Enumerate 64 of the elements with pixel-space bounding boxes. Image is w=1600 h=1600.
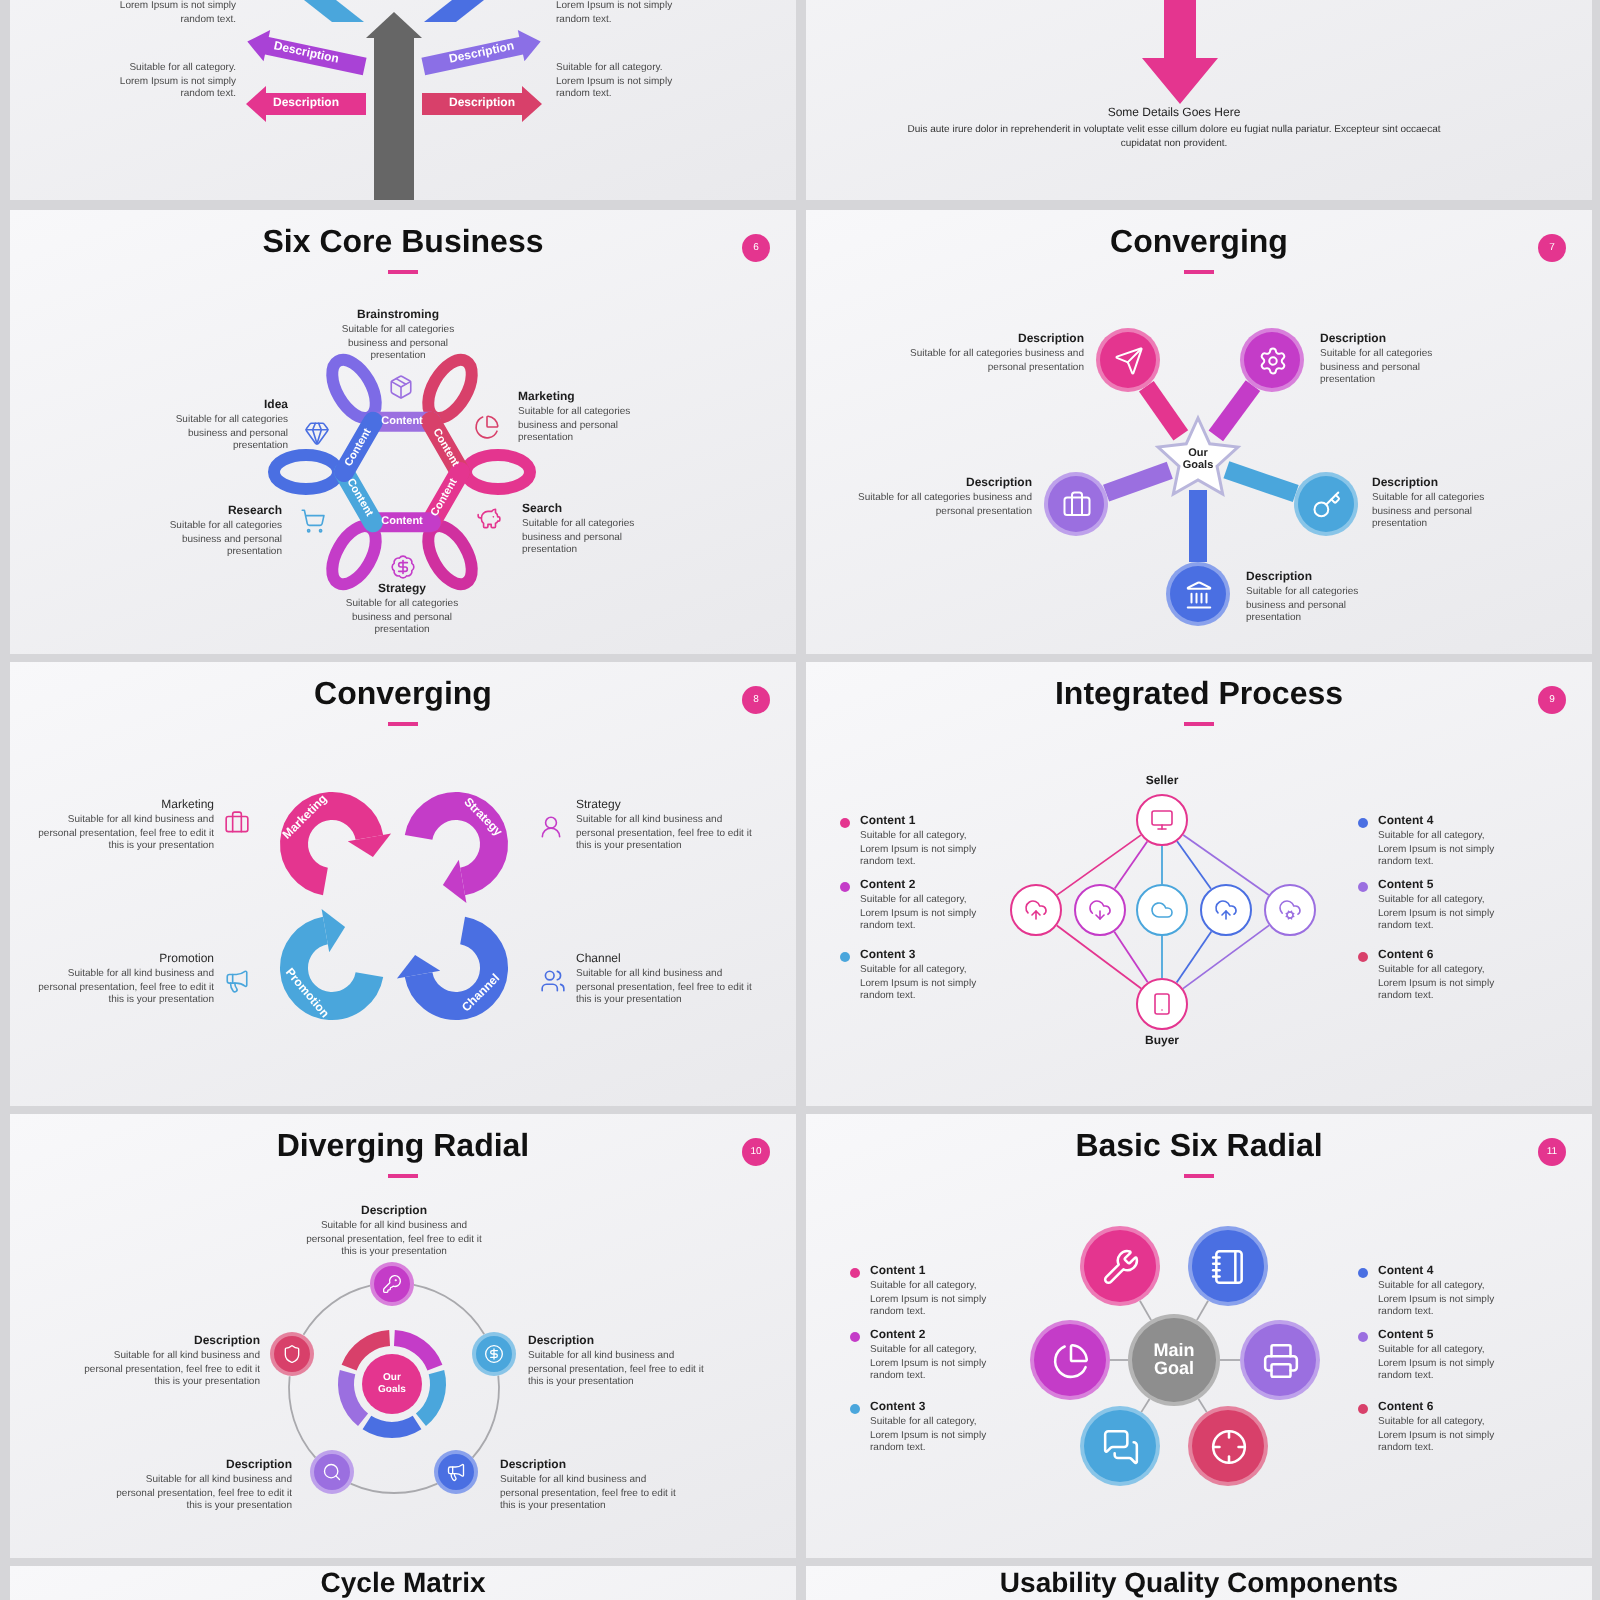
connector-line	[349, 1482, 439, 1494]
connector-line	[412, 1284, 486, 1336]
connector-line	[1139, 1299, 1152, 1321]
icon-circle	[1096, 328, 1160, 392]
connector-line	[302, 1284, 372, 1336]
slide-title: Diverging Radial	[276, 1130, 530, 1166]
connector-line	[1175, 930, 1213, 984]
slide-title: Integrated Process	[1054, 678, 1344, 714]
connector-line	[1208, 380, 1261, 442]
connector-line	[1103, 461, 1173, 502]
connector-line	[1196, 1299, 1209, 1321]
slide-card	[10, 662, 796, 1106]
connector-line	[1161, 935, 1163, 979]
icon-circle	[1136, 978, 1188, 1030]
icon-circle	[270, 1332, 314, 1376]
icon-circle	[472, 1332, 516, 1376]
slide-title: Cycle Matrix	[320, 1568, 486, 1599]
connector-line	[1189, 490, 1207, 562]
icon-circle	[1188, 1226, 1268, 1306]
connector-line	[1055, 924, 1143, 990]
slide-title: Converging	[1110, 226, 1288, 262]
slide-card	[806, 1114, 1592, 1558]
connector-line	[1182, 924, 1270, 990]
icon-circle	[1136, 884, 1188, 936]
connector-line	[1197, 1398, 1208, 1413]
slide-card	[806, 210, 1592, 654]
icon-circle	[1294, 472, 1358, 536]
icon-circle	[1200, 884, 1252, 936]
icon-circle	[370, 1262, 414, 1306]
icon-circle	[1166, 562, 1230, 626]
slide-card	[10, 1114, 796, 1558]
icon-circle	[1010, 884, 1062, 936]
icon-circle	[1188, 1406, 1268, 1486]
goal-circle: Main Goal	[1128, 1314, 1220, 1406]
icon-circle	[1080, 1406, 1160, 1486]
icon-circle	[1240, 1320, 1320, 1400]
slide-card	[806, 662, 1592, 1106]
connector-line	[1140, 1398, 1151, 1413]
icon-circle	[1044, 472, 1108, 536]
icon-circle	[434, 1450, 478, 1494]
connector-line	[1176, 840, 1212, 890]
slide-card	[10, 210, 796, 654]
connector-line	[1113, 840, 1149, 890]
slide-title: Six Core Business	[262, 226, 544, 262]
connector-line	[1056, 834, 1142, 896]
icon-circle	[1080, 1226, 1160, 1306]
slide-title: Usability Quality Components	[999, 1568, 1399, 1599]
connector-line	[1161, 845, 1163, 885]
slide-title: Basic Six Radial	[1075, 1130, 1323, 1166]
connector-line	[1139, 381, 1189, 441]
icon-circle	[1264, 884, 1316, 936]
icon-circle	[1240, 328, 1304, 392]
connector-line	[1219, 1359, 1241, 1361]
icon-circle	[1136, 794, 1188, 846]
icon-circle	[1074, 884, 1126, 936]
connector-line	[1113, 930, 1149, 984]
slide-title: Converging	[314, 678, 492, 714]
connector-line	[1182, 834, 1270, 896]
icon-circle	[310, 1450, 354, 1494]
connector-line	[1223, 461, 1299, 503]
connector-line	[471, 1374, 500, 1459]
connector-line	[1109, 1359, 1129, 1361]
icon-circle	[1030, 1320, 1110, 1400]
connector-line	[288, 1375, 317, 1459]
